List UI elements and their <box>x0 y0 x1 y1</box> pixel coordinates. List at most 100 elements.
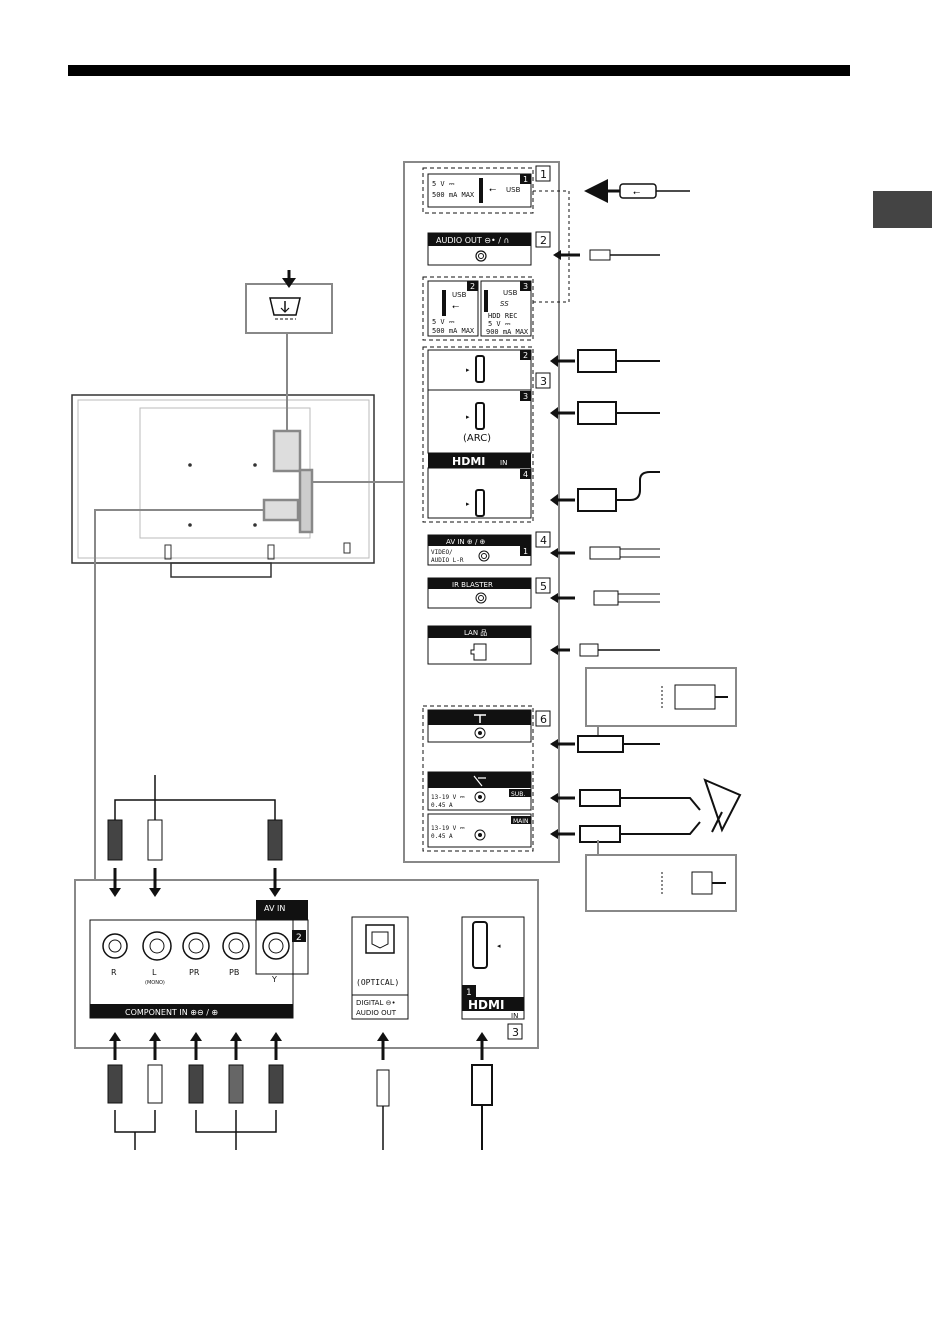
hdmi-in: IN <box>500 459 507 467</box>
lan-cable <box>550 643 660 657</box>
sat-sub-tag: SUB. <box>511 791 525 798</box>
hdmi1-port[interactable]: ◂ 1 HDMI IN <box>461 916 525 1020</box>
audio-out-port[interactable]: AUDIO OUT ⊖• / ∩ <box>427 232 532 266</box>
hdmi2-port[interactable]: 2 ▸ <box>427 349 532 391</box>
antenna-port[interactable] <box>427 709 532 743</box>
optical-label: (OPTICAL) <box>356 978 399 987</box>
usb3-port[interactable]: 3 USB SS HDD REC 5 V ⎓ 900 mA MAX <box>480 280 532 337</box>
lan-label: LAN 品 <box>464 629 487 637</box>
usb1-voltage: 5 V ⎓ <box>432 180 455 188</box>
usb1-port[interactable]: 5 V ⎓ 500 mA MAX ⭠ USB 1 <box>422 167 534 214</box>
av-in2-num: 2 <box>296 933 302 943</box>
jack-r[interactable] <box>102 933 128 959</box>
av-in1-sub2: AUDIO L-R <box>431 557 464 564</box>
usb1-num: 1 <box>523 175 528 184</box>
usb3-num: 3 <box>523 282 528 291</box>
svg-text:3: 3 <box>540 375 547 388</box>
usb-dashed-link <box>533 190 570 303</box>
usb2-icon: ⭠ <box>452 302 459 312</box>
jack-y-label: Y <box>271 975 277 984</box>
sat-sub-current: 0.45 A <box>431 802 453 809</box>
hdmi1-num: 1 <box>466 988 472 998</box>
av-in1-sub: VIDEO/ <box>431 549 453 556</box>
leader-line-bottom <box>94 509 264 880</box>
usb-cable: ⭠ <box>584 179 690 203</box>
hdmi-logo: HDMI <box>452 455 485 468</box>
svg-text:3: 3 <box>512 1026 519 1039</box>
power-input-callout <box>245 270 333 431</box>
jack-pr-label: PR <box>189 968 200 977</box>
callout-3: 3 <box>535 372 551 389</box>
usb1-label: USB <box>506 186 521 194</box>
jack-y[interactable] <box>262 932 290 960</box>
hdmi-side-group <box>422 346 534 523</box>
usb2-num: 2 <box>470 282 475 291</box>
digital-audio-out-label: DIGITAL ⊖• <box>356 999 396 1007</box>
sat-main-voltage: 13-19 V ⎓ <box>431 825 465 832</box>
chapter-tab <box>873 191 932 228</box>
usb2-port[interactable]: 2 USB ⭠ 5 V ⎓ 500 mA MAX <box>422 276 534 341</box>
av-in1-num: 1 <box>523 547 528 556</box>
usb-cable-icon: ⭠ <box>633 188 640 198</box>
av-in1-label: AV IN ⊕ / ⊕ <box>446 538 485 546</box>
jack-l[interactable] <box>142 931 172 961</box>
ir-cable <box>550 590 660 606</box>
sat-main-tag: MAIN <box>513 818 529 825</box>
av-cable <box>550 546 660 560</box>
svg-text:◂: ◂ <box>497 942 501 950</box>
usb3-ss: SS <box>500 300 509 308</box>
jack-pb[interactable] <box>222 932 250 960</box>
callout-4: 4 <box>535 531 551 548</box>
svg-text:▸: ▸ <box>466 366 470 374</box>
jack-l-label: L <box>152 968 157 977</box>
ir-blaster-label: IR BLASTER <box>452 581 493 589</box>
callout-5: 5 <box>535 577 551 594</box>
side-port-region <box>272 429 302 473</box>
svg-text:2: 2 <box>540 234 547 247</box>
bottom-port-region <box>298 468 314 534</box>
hdmi3-num: 3 <box>523 392 528 401</box>
top-rca-cables <box>107 775 283 897</box>
callout-3b: 3 <box>507 1023 523 1040</box>
antenna-satellite-group <box>422 705 534 852</box>
hdmi-cable-4 <box>550 471 660 512</box>
component-in-label: COMPONENT IN ⊕⊖ / ⊕ <box>125 1008 218 1017</box>
ir-blaster-port[interactable]: IR BLASTER <box>427 577 532 609</box>
svg-text:4: 4 <box>540 534 547 547</box>
callout-2: 2 <box>535 231 551 248</box>
component-av-panel: COMPONENT IN ⊕⊖ / ⊕ AV IN 2 R L (MONO) P… <box>89 900 309 1019</box>
hdmi4-port[interactable]: 4 ▸ <box>427 467 532 519</box>
sat-main-current: 0.45 A <box>431 833 453 840</box>
svg-text:1: 1 <box>540 168 547 181</box>
optical-port[interactable]: (OPTICAL) DIGITAL ⊖• AUDIO OUT <box>351 916 409 1020</box>
usb3-hdd: HDD REC <box>488 312 518 320</box>
usb2-current: 500 mA MAX <box>432 327 475 335</box>
jack-mono-label: (MONO) <box>145 980 165 986</box>
lan-port[interactable]: LAN 品 <box>427 625 532 665</box>
satellite-cables <box>550 778 742 843</box>
hdmi1-in: IN <box>511 1012 518 1020</box>
bottom-cables <box>107 1032 493 1150</box>
hdmi-cable-2 <box>550 349 660 373</box>
svg-text:5: 5 <box>540 580 547 593</box>
tv-rear-view <box>71 394 375 578</box>
satellite-sub-port[interactable]: 13-19 V ⎓ 0.45 A SUB. <box>427 771 532 811</box>
sat-sub-voltage: 13-19 V ⎓ <box>431 794 465 801</box>
hdmi4-num: 4 <box>523 470 528 479</box>
jack-r-label: R <box>111 968 117 977</box>
audio-out-label: AUDIO OUT ⊖• / ∩ <box>436 236 509 245</box>
jack-pr[interactable] <box>182 932 210 960</box>
satellite-main-port[interactable]: 13-19 V ⎓ 0.45 A MAIN <box>427 813 532 848</box>
svg-text:▸: ▸ <box>466 500 470 508</box>
av-in2-label: AV IN <box>264 904 285 913</box>
hdmi3-port[interactable]: 3 ▸ (ARC) HDMI IN <box>427 389 532 468</box>
usb3-current: 900 mA MAX <box>486 328 529 336</box>
antenna-connector-detail <box>585 667 737 742</box>
svg-text:▸: ▸ <box>466 413 470 421</box>
hdmi-cable-3 <box>550 401 660 425</box>
digital-audio-out-label-2: AUDIO OUT <box>356 1009 397 1017</box>
audio-cable <box>553 249 660 261</box>
jack-pb-label: PB <box>229 968 239 977</box>
av-in1-port[interactable]: AV IN ⊕ / ⊕ VIDEO/ AUDIO L-R 1 <box>427 534 532 566</box>
